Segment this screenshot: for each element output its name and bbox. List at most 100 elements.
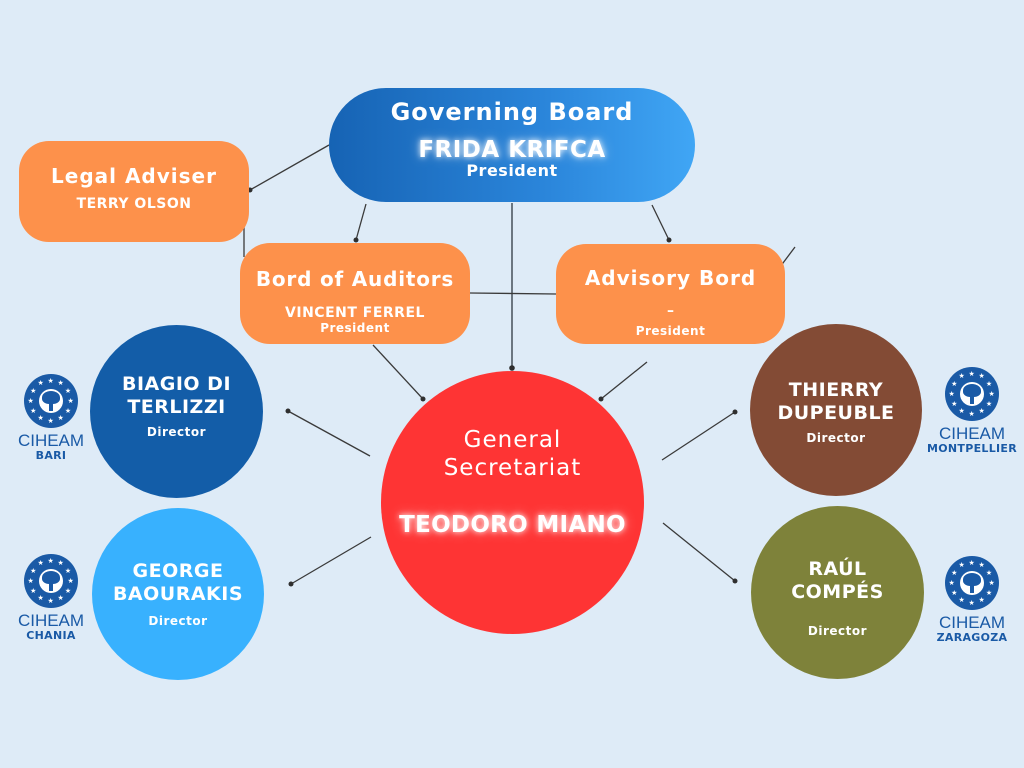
star-icon: ★ — [47, 556, 54, 565]
legal-adviser-title: Legal Adviser — [51, 164, 217, 188]
connector-dot — [353, 237, 359, 243]
star-icon: ★ — [64, 566, 72, 575]
star-icon: ★ — [985, 399, 993, 408]
advisory-board-name: – — [667, 303, 674, 319]
star-icon: ★ — [37, 379, 44, 388]
star-icon: ★ — [988, 389, 995, 398]
governing-board-node: Governing Board FRIDA KRIFCA President — [329, 88, 695, 202]
legal-adviser-name: TERRY OLSON — [76, 196, 192, 212]
star-icon: ★ — [951, 588, 958, 597]
general-secretariat-name: TEODORO MIANO — [399, 512, 626, 538]
star-icon: ★ — [948, 578, 955, 587]
connector-dot — [285, 408, 291, 414]
star-icon: ★ — [30, 406, 37, 415]
star-icon: ★ — [968, 598, 975, 607]
ciheam-montpellier-logo: ★★★★★★★★★★★★ CIHEAM MONTPELLIER — [924, 367, 1020, 455]
logo-city-text: ZARAGOZA — [936, 631, 1008, 644]
star-icon: ★ — [968, 558, 975, 567]
director-zaragoza-role: Director — [807, 624, 868, 638]
board-of-auditors-node: Bord of Auditors VINCENT FERREL Presiden… — [240, 243, 470, 344]
star-icon: ★ — [30, 566, 37, 575]
star-icon: ★ — [57, 379, 64, 388]
ciheam-tree-emblem-icon: ★★★★★★★★★★★★ — [24, 374, 78, 428]
connector-secretariat-chania — [290, 536, 372, 585]
director-bari-name-line2: TERLIZZI — [127, 396, 226, 418]
connector-dot — [666, 237, 672, 243]
governing-board-title: Governing Board — [390, 98, 634, 126]
star-icon: ★ — [64, 586, 72, 595]
connector-secretariat-zaragoza — [662, 522, 736, 582]
logo-brand-text: CIHEAM — [938, 613, 1006, 632]
logo-brand-text: CIHEAM — [938, 424, 1006, 443]
ciheam-tree-emblem-icon: ★★★★★★★★★★★★ — [945, 367, 999, 421]
star-icon: ★ — [27, 396, 34, 405]
star-icon: ★ — [951, 379, 958, 388]
logo-brand-text: CIHEAM — [17, 611, 85, 630]
director-bari-name-line1: BIAGIO DI — [121, 373, 232, 395]
legal-adviser-node: Legal Adviser TERRY OLSON — [19, 141, 249, 242]
star-icon: ★ — [57, 559, 64, 568]
director-zaragoza-name-line1: RAÚL — [808, 558, 867, 580]
star-icon: ★ — [968, 409, 975, 418]
connector-dot — [288, 581, 294, 587]
connector-dot — [732, 578, 738, 584]
star-icon: ★ — [951, 399, 958, 408]
star-icon: ★ — [985, 588, 993, 597]
connector-secretariat-montpellier — [661, 411, 736, 461]
star-icon: ★ — [951, 568, 958, 577]
star-icon: ★ — [948, 389, 955, 398]
director-chania-name-line2: BAOURAKIS — [112, 583, 244, 605]
star-icon: ★ — [37, 413, 44, 422]
star-icon: ★ — [958, 406, 965, 415]
connector-auditors-secretariat — [372, 344, 424, 400]
star-icon: ★ — [47, 376, 54, 385]
advisory-board-node: Advisory Bord – President — [556, 244, 785, 344]
ciheam-zaragoza-logo: ★★★★★★★★★★★★ CIHEAM ZARAGOZA — [933, 556, 1011, 644]
director-chania-name-line1: GEORGE — [132, 560, 224, 582]
logo-city-text: MONTPELLIER — [927, 442, 1017, 455]
director-chania-role: Director — [148, 614, 208, 628]
ciheam-bari-logo: ★★★★★★★★★★★★ CIHEAM BARI — [15, 374, 87, 462]
star-icon: ★ — [57, 593, 64, 602]
director-montpellier-name-line1: THIERRY — [788, 379, 884, 401]
logo-city-text: CHANIA — [26, 629, 76, 642]
star-icon: ★ — [968, 369, 975, 378]
board-of-auditors-role: President — [320, 321, 390, 335]
director-bari-role: Director — [146, 425, 207, 439]
director-zaragoza-node: RAÚL COMPÉS Director — [751, 506, 924, 679]
director-chania-node: GEORGE BAOURAKIS Director — [92, 508, 264, 680]
director-montpellier-node: THIERRY DUPEUBLE Director — [750, 324, 922, 496]
governing-board-role: President — [466, 161, 558, 180]
star-icon: ★ — [958, 372, 965, 381]
star-icon: ★ — [978, 372, 985, 381]
star-icon: ★ — [37, 593, 44, 602]
director-zaragoza-name-line2: COMPÉS — [791, 581, 884, 603]
star-icon: ★ — [985, 379, 993, 388]
board-of-auditors-name: VINCENT FERREL — [285, 305, 425, 321]
star-icon: ★ — [978, 406, 985, 415]
star-icon: ★ — [978, 561, 985, 570]
star-icon: ★ — [30, 586, 37, 595]
star-icon: ★ — [27, 576, 34, 585]
star-icon: ★ — [57, 413, 64, 422]
connector-auditors-advisory — [469, 292, 557, 295]
connector-advisory-secretariat — [600, 361, 648, 400]
director-montpellier-role: Director — [806, 431, 866, 445]
board-of-auditors-title: Bord of Auditors — [255, 267, 455, 291]
star-icon: ★ — [67, 576, 74, 585]
star-icon: ★ — [978, 595, 985, 604]
ciheam-tree-emblem-icon: ★★★★★★★★★★★★ — [24, 554, 78, 608]
star-icon: ★ — [64, 406, 72, 415]
star-icon: ★ — [988, 578, 995, 587]
star-icon: ★ — [47, 416, 54, 425]
governing-board-president-name: FRIDA KRIFCA — [418, 137, 606, 163]
advisory-board-title: Advisory Bord — [584, 266, 757, 290]
logo-brand-text: CIHEAM — [17, 431, 85, 450]
ciheam-tree-emblem-icon: ★★★★★★★★★★★★ — [945, 556, 999, 610]
connector-governing-auditors — [355, 203, 367, 241]
connector-dot — [509, 365, 515, 371]
director-bari-node: BIAGIO DI TERLIZZI Director — [90, 325, 263, 498]
advisory-board-role: President — [635, 324, 706, 338]
star-icon: ★ — [958, 561, 965, 570]
